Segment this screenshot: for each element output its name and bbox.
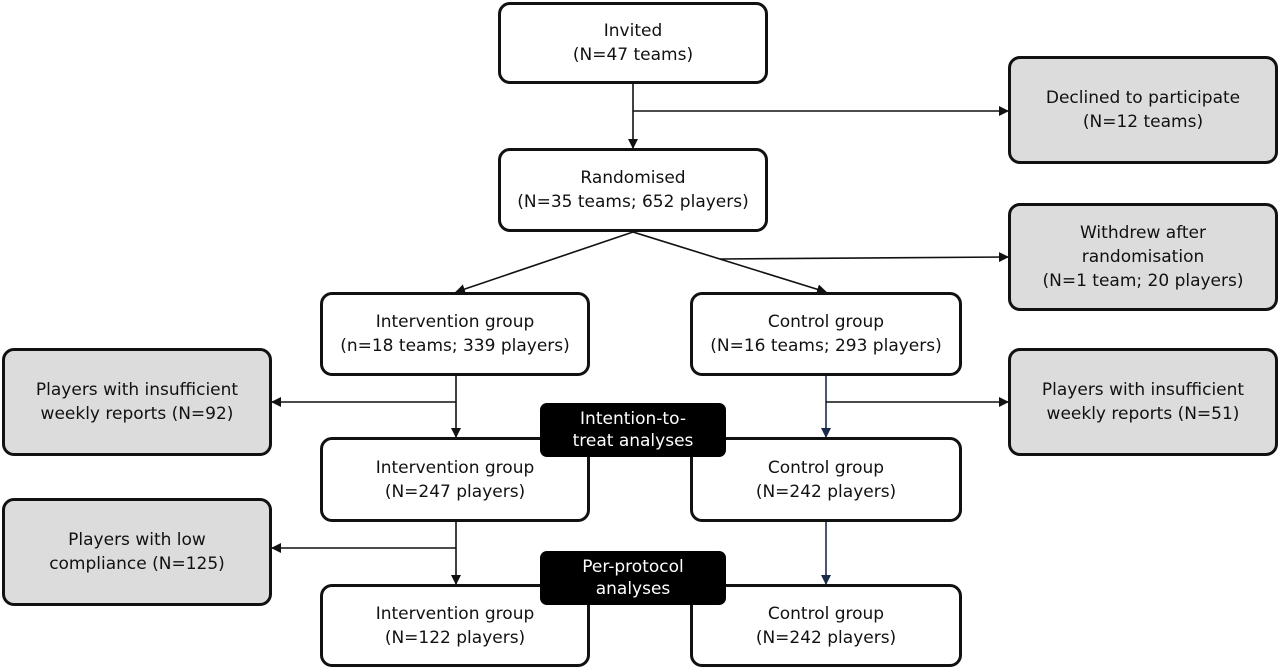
randomised-count: (N=35 teams; 652 players) [517, 192, 749, 212]
arrow-randomised-to-control [632, 231, 827, 295]
control-2-title: Control group [767, 457, 885, 478]
low-compliance-line2: compliance (N=125) [49, 554, 225, 574]
control-group-box-2: Control group (N=242 players) [690, 437, 962, 522]
control-3-count: (N=242 players) [755, 627, 897, 648]
intervention-group-box-1: Intervention group (n=18 teams; 339 play… [320, 292, 590, 376]
control-group-box-3: Control group (N=242 players) [690, 584, 962, 667]
intervention-1-count: (n=18 teams; 339 players) [340, 336, 570, 356]
itt-line1: Intention-to- [580, 409, 686, 429]
pp-line1: Per-protocol [582, 557, 684, 577]
intervention-2-title: Intervention group [375, 457, 535, 478]
control-1-title: Control group [767, 312, 885, 332]
insufficient-right-line1: Players with insufficient [1041, 380, 1245, 400]
itt-line2: treat analyses [572, 431, 694, 451]
intervention-group-box-2: Intervention group (N=247 players) [320, 437, 590, 522]
pp-line2: analyses [595, 579, 671, 599]
withdrew-box: Withdrew after randomisation (N=1 team; … [1008, 203, 1278, 311]
declined-title: Declined to participate [1045, 88, 1241, 108]
randomised-box: Randomised (N=35 teams; 652 players) [498, 148, 768, 232]
arrow-to-withdrew [719, 252, 1009, 263]
invited-count: (N=47 teams) [572, 45, 694, 65]
per-protocol-label: Per-protocol analyses [540, 551, 726, 605]
control-group-box-1: Control group (N=16 teams; 293 players) [690, 292, 962, 376]
intervention-2-count: (N=247 players) [384, 481, 526, 502]
control-1-count: (N=16 teams; 293 players) [710, 336, 942, 356]
declined-count: (N=12 teams) [1082, 112, 1204, 132]
insufficient-left-line2: weekly reports (N=92) [40, 404, 234, 424]
insufficient-reports-left-box: Players with insufficient weekly reports… [2, 348, 272, 456]
withdrew-subtitle: randomisation [1081, 247, 1205, 267]
low-compliance-box: Players with low compliance (N=125) [2, 498, 272, 606]
intervention-1-title: Intervention group [375, 312, 535, 332]
withdrew-title: Withdrew after [1080, 223, 1206, 243]
low-compliance-line1: Players with low [68, 530, 206, 550]
invited-title: Invited [603, 21, 663, 41]
randomised-title: Randomised [580, 168, 686, 188]
control-2-count: (N=242 players) [755, 481, 897, 502]
arrow-randomised-to-intervention [455, 231, 634, 294]
withdrew-count: (N=1 team; 20 players) [1042, 271, 1244, 291]
insufficient-left-line1: Players with insufficient [35, 380, 239, 400]
declined-box: Declined to participate (N=12 teams) [1008, 56, 1278, 164]
insufficient-right-line2: weekly reports (N=51) [1046, 404, 1240, 424]
intervention-3-title: Intervention group [375, 603, 535, 624]
insufficient-reports-right-box: Players with insufficient weekly reports… [1008, 348, 1278, 456]
intention-to-treat-label: Intention-to- treat analyses [540, 403, 726, 457]
control-3-title: Control group [767, 603, 885, 624]
intervention-3-count: (N=122 players) [384, 627, 526, 648]
invited-box: Invited (N=47 teams) [498, 2, 768, 84]
